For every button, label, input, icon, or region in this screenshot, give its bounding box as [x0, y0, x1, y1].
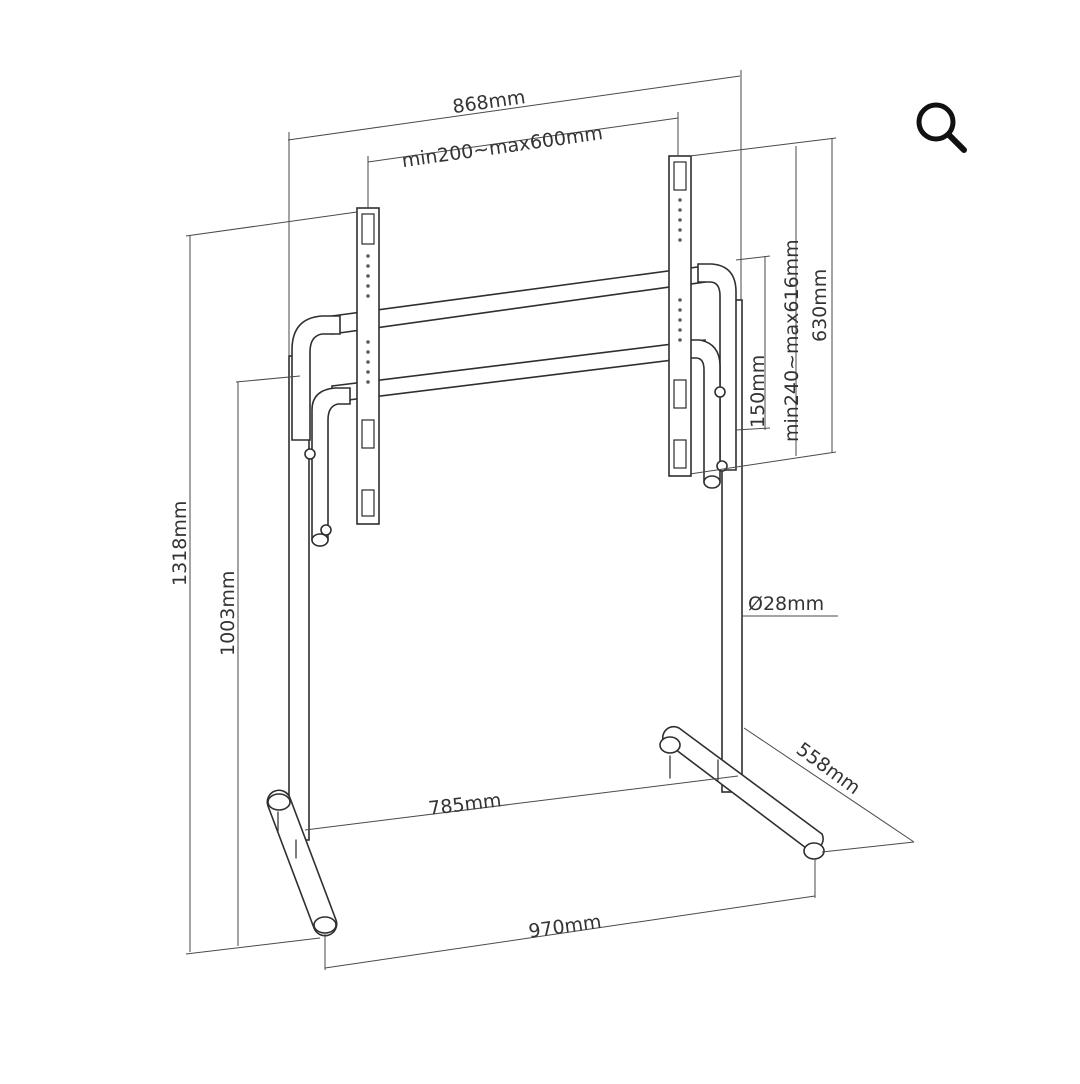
left-lower-hook — [311, 387, 351, 547]
label-inner-base-width: 785mm — [427, 789, 502, 820]
label-bracket-height: 630mm — [809, 269, 831, 342]
right-vesa-bracket — [668, 155, 692, 477]
dimension-lines — [185, 70, 915, 970]
bracket-holes — [366, 198, 682, 384]
label-overall-width: 868mm — [451, 86, 527, 118]
left-base-foot — [266, 789, 338, 937]
right-lower-hook — [689, 339, 721, 488]
label-total-height: 1318mm — [169, 501, 191, 586]
label-outer-base-width: 970mm — [527, 911, 603, 943]
label-pole-height: 1003mm — [217, 571, 239, 656]
stand-structure — [266, 155, 825, 937]
label-base-depth: 558mm — [792, 738, 864, 799]
label-tube-diameter: Ø28mm — [748, 593, 824, 615]
upper-crossbar — [331, 265, 706, 335]
label-vesa-horizontal: min200~max600mm — [400, 122, 604, 172]
lower-crossbar — [331, 339, 706, 403]
left-upper-hook — [291, 315, 341, 441]
label-vesa-vertical: min240~max616mm — [781, 239, 803, 442]
zoom-button[interactable] — [906, 96, 976, 162]
magnifier-icon — [916, 102, 967, 153]
label-crossbar-spacing: 150mm — [747, 355, 769, 428]
